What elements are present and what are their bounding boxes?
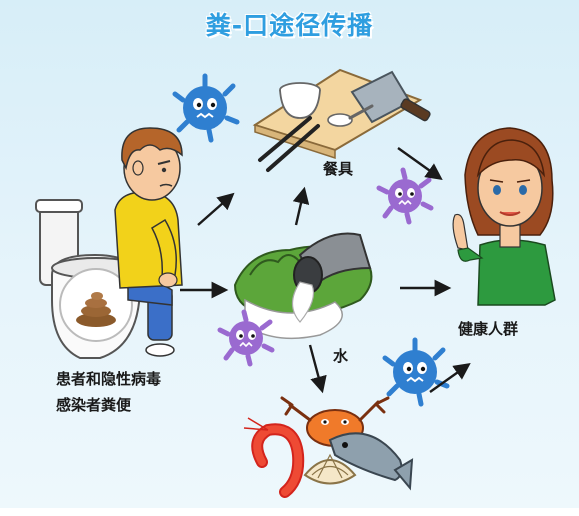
- virus-icon: [217, 309, 275, 367]
- label-healthy-people: 健康人群: [458, 320, 519, 338]
- label-tableware: 餐具: [323, 160, 354, 178]
- label-source-line2: 感染者粪便: [56, 396, 132, 414]
- boy-icon: [114, 127, 183, 357]
- tableware-icon: [252, 68, 431, 172]
- arrow-source-to-tableware: [197, 192, 235, 226]
- diagram-title: 粪-口途径传播: [205, 11, 374, 40]
- virus-icon: [172, 73, 240, 143]
- arrow-water-to-seafood: [308, 344, 327, 394]
- transmission-arrows: [180, 147, 471, 394]
- girl-icon: [452, 127, 556, 306]
- water-pipe-icon: [233, 232, 373, 340]
- virus-icon: [376, 167, 434, 225]
- bottom-border: [0, 508, 579, 509]
- arrow-seafood-to-people: [429, 363, 471, 393]
- label-water: 水: [333, 347, 349, 365]
- arrow-water-to-tableware: [292, 186, 310, 226]
- arrow-tableware-to-people: [397, 147, 443, 180]
- seafood-icon: [243, 396, 414, 498]
- feces-icon: [59, 268, 133, 342]
- label-source-line1: 患者和隐性病毒: [56, 370, 162, 388]
- virus-icon: [382, 337, 450, 407]
